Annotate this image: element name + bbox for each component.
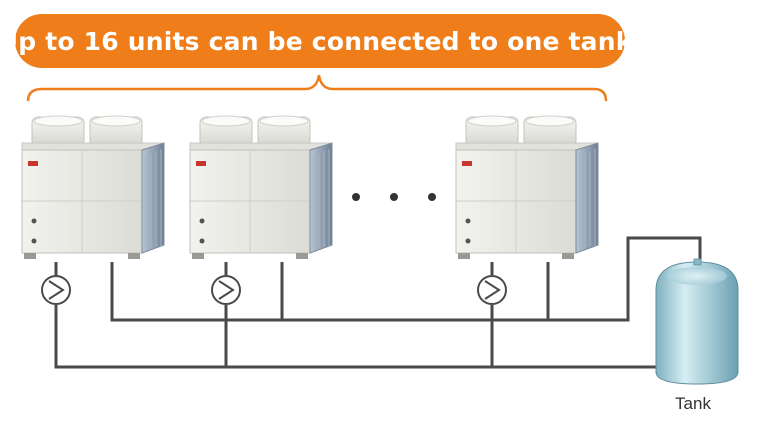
outdoor-unit-2 <box>189 115 333 260</box>
outdoor-unit-1 <box>21 115 165 260</box>
tank-icon <box>655 258 739 385</box>
outdoor-unit-3 <box>455 115 599 260</box>
return-pipe <box>54 262 670 369</box>
pump-icon-2 <box>211 275 241 305</box>
more-units-ellipsis <box>352 193 436 201</box>
pump-icon-1 <box>41 275 71 305</box>
pump-icon-3 <box>477 275 507 305</box>
headline-banner: Up to 16 units can be connected to one t… <box>0 14 642 68</box>
tank-label: Tank <box>675 394 711 413</box>
supply-pipe <box>110 236 702 322</box>
range-bracket <box>26 74 608 102</box>
headline-text: Up to 16 units can be connected to one t… <box>0 26 643 56</box>
